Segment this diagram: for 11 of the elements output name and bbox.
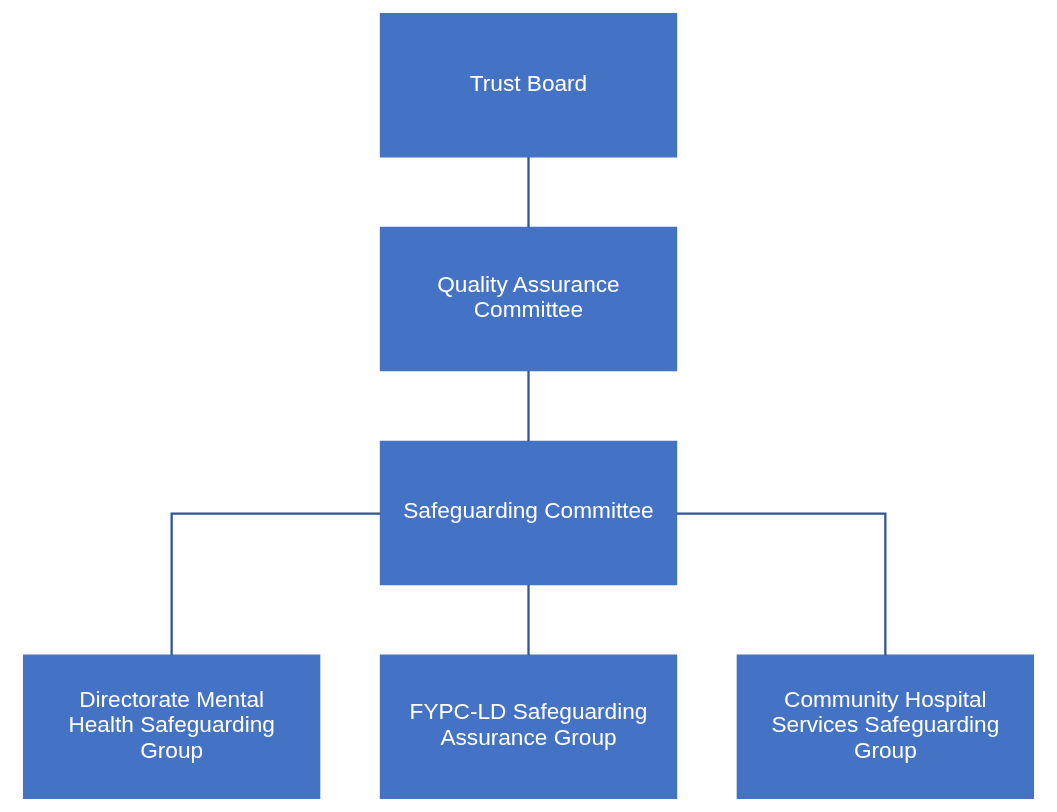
connector — [527, 584, 530, 656]
node-box: Quality Assurance Committee — [379, 226, 678, 372]
node-box: Safeguarding Committee — [379, 440, 678, 586]
node-box: Directorate Mental Health Safeguarding Group — [22, 654, 321, 799]
node-box: Trust Board — [379, 13, 678, 158]
connector — [170, 512, 381, 656]
node-box: Community Hospital Services Safeguarding Group — [736, 654, 1035, 799]
node-box: FYPC-LD Safeguarding Assurance Group — [379, 654, 678, 799]
connector — [527, 157, 530, 228]
connector — [676, 512, 887, 656]
connector — [527, 370, 530, 442]
